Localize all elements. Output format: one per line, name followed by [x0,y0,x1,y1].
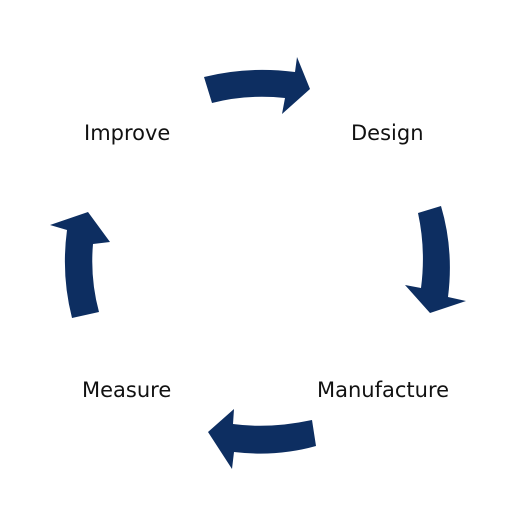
arrow-design-to-manufacture [405,206,466,313]
arrow-measure-to-improve [50,212,110,318]
arrow-manufacture-to-measure [208,409,316,469]
stage-label-improve: Improve [84,121,171,145]
stage-label-design: Design [351,121,424,145]
stage-label-manufacture: Manufacture [317,378,450,402]
arrow-improve-to-design [204,57,310,114]
stage-label-measure: Measure [82,378,172,402]
